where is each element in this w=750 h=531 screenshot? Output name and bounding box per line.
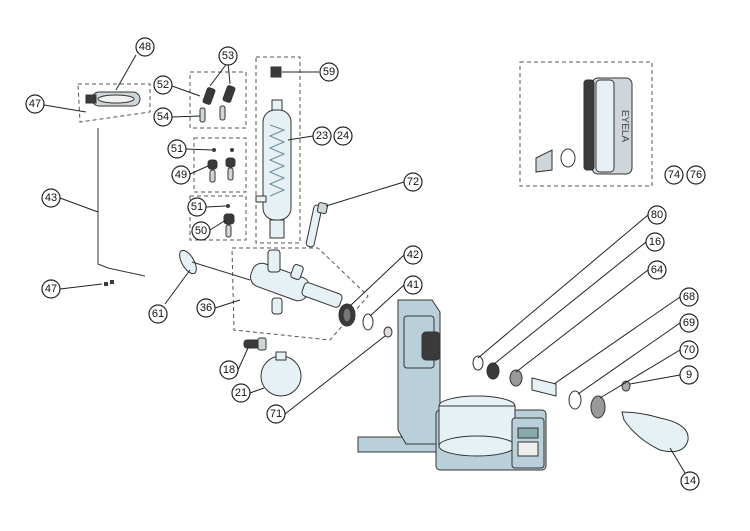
callout-70-label: 70: [683, 344, 695, 356]
callout-9-label: 9: [686, 369, 692, 381]
callout-54-label: 54: [157, 111, 169, 123]
callout-69: 69: [679, 313, 699, 333]
callout-9: 9: [679, 365, 699, 385]
callout-50-label: 50: [195, 225, 207, 237]
callout-43: 43: [41, 188, 61, 208]
callout-59: 59: [319, 62, 339, 82]
stopcock-group-box: [189, 71, 247, 129]
valve-group-box-2: [189, 195, 247, 241]
rotary-evaporator-body: [357, 299, 547, 471]
callout-51-top: 51: [167, 139, 187, 159]
callout-49-label: 49: [175, 169, 187, 181]
callout-43-label: 43: [45, 192, 57, 204]
callout-14-label: 14: [684, 475, 696, 487]
callout-52-label: 52: [157, 79, 169, 91]
callout-71: 71: [266, 404, 286, 424]
seal-parts: [338, 303, 393, 338]
support-rod-part: [97, 128, 146, 277]
condenser-group-box: [255, 56, 301, 244]
callout-52: 52: [153, 75, 173, 95]
callout-47-bottom: 47: [41, 279, 61, 299]
callout-51-bottom-label: 51: [191, 201, 203, 213]
callout-72: 72: [403, 172, 423, 192]
callout-72-label: 72: [407, 176, 419, 188]
callout-49: 49: [171, 165, 191, 185]
callout-24: 24: [333, 126, 353, 146]
condenser-part: [255, 66, 292, 239]
callout-24-label: 24: [337, 130, 349, 142]
callout-74: 74: [664, 165, 684, 185]
callout-64-label: 64: [651, 264, 663, 276]
callout-51-top-label: 51: [171, 143, 183, 155]
callout-36: 36: [196, 298, 216, 318]
cover-panel-box: [519, 61, 653, 187]
callout-69-label: 69: [683, 317, 695, 329]
callout-61-label: 61: [152, 308, 164, 320]
callout-59-label: 59: [323, 66, 335, 78]
callout-18: 18: [219, 360, 239, 380]
callout-42-label: 42: [407, 249, 419, 261]
callout-61: 61: [148, 304, 168, 324]
callout-76: 76: [686, 165, 706, 185]
callout-80-label: 80: [651, 209, 663, 221]
adapter-part: [243, 337, 267, 351]
cover-panel-part: EYELA: [535, 77, 633, 175]
callout-53: 53: [218, 46, 238, 66]
callout-16: 16: [645, 232, 665, 252]
callout-53-label: 53: [222, 50, 234, 62]
stopcock-parts: [199, 85, 236, 123]
screw-parts: [104, 280, 114, 286]
callout-16-label: 16: [649, 236, 661, 248]
callout-14: 14: [680, 471, 700, 491]
callout-68: 68: [679, 287, 699, 307]
callout-64: 64: [647, 260, 667, 280]
callout-23: 23: [312, 126, 332, 146]
callout-41: 41: [403, 275, 423, 295]
callout-80: 80: [647, 205, 667, 225]
callout-47-top: 47: [25, 94, 45, 114]
callout-36-label: 36: [200, 302, 212, 314]
right-small-parts: [472, 355, 689, 453]
callout-76-label: 76: [690, 169, 702, 181]
valve-group-box-1: [193, 137, 247, 193]
callout-71-label: 71: [270, 408, 282, 420]
clamp-group-box: [77, 83, 151, 123]
callout-21: 21: [231, 383, 251, 403]
valve-parts-2: [223, 204, 235, 238]
callout-18-label: 18: [223, 364, 235, 376]
callout-50: 50: [191, 221, 211, 241]
callout-21-label: 21: [235, 387, 247, 399]
callout-41-label: 41: [407, 279, 419, 291]
panel-logo: EYELA: [619, 110, 630, 143]
callout-42: 42: [403, 245, 423, 265]
valve-parts-1: [207, 148, 236, 183]
leader-lines: [43, 54, 689, 479]
callout-47-bottom-label: 47: [45, 283, 57, 295]
callout-23-label: 23: [316, 130, 328, 142]
callout-48-label: 48: [139, 41, 151, 53]
callout-54: 54: [153, 107, 173, 127]
tube-part: [305, 202, 329, 248]
clamp-part: [85, 91, 141, 107]
callout-48: 48: [135, 37, 155, 57]
callout-70: 70: [679, 340, 699, 360]
evaporating-flask-part: [260, 351, 302, 397]
vapor-duct-part: [179, 249, 343, 315]
callout-51-bottom: 51: [187, 197, 207, 217]
callout-47-top-label: 47: [29, 98, 41, 110]
callout-68-label: 68: [683, 291, 695, 303]
callout-74-label: 74: [668, 169, 680, 181]
